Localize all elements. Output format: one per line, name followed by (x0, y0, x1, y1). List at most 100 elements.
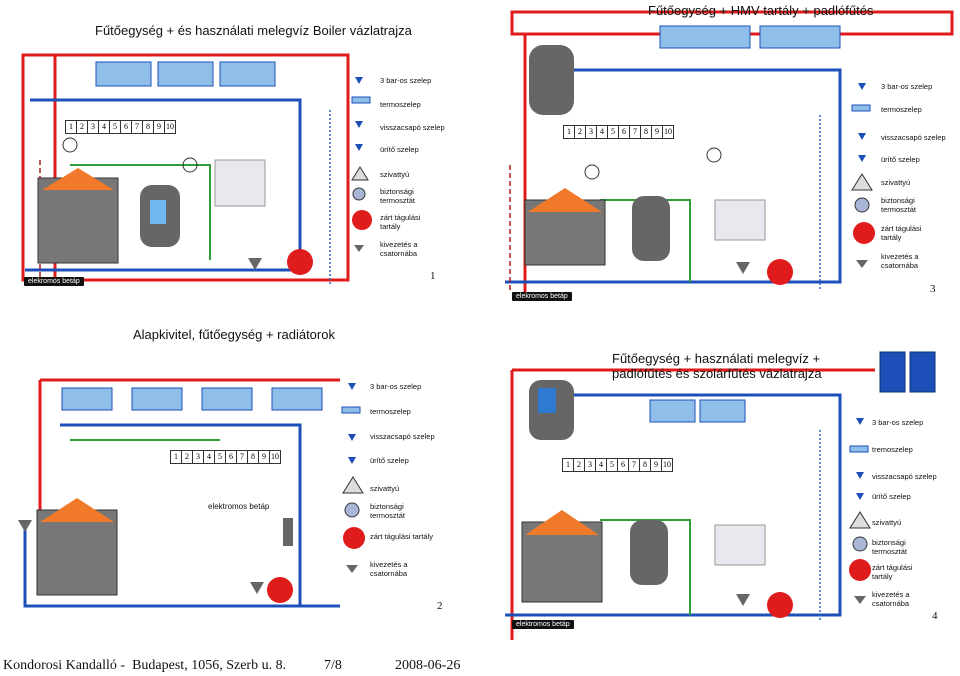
legend-3-pump: szivattyú (881, 178, 911, 187)
manifold-outlet-number: 1 (171, 451, 182, 463)
manifold-outlet-number: 8 (143, 121, 154, 133)
manifold-outlet-number: 2 (575, 126, 586, 138)
legend-4-outlet: kivezetés a csatornába (872, 590, 910, 608)
manifold-outlet-number: 3 (586, 126, 597, 138)
legend-4-thermo: tremoszelep (872, 445, 913, 454)
footer-page: 7/8 (324, 658, 342, 673)
legend-2-expansion: zárt tágulási tartály (370, 532, 433, 541)
panel-4-title-line1: Fűtőegység + használati melegvíz + (612, 351, 821, 366)
manifold-outlet-number: 10 (271, 452, 279, 461)
panel-2-piping (18, 378, 340, 608)
legend-2-check: visszacsapó szelep (370, 432, 435, 441)
manifold-outlet-number: 4 (596, 459, 607, 471)
panel-3-electric-label: elekromos betáp (512, 292, 572, 301)
legend-4-drain: ürítő szelep (872, 492, 911, 501)
legend-1-check: visszacsapó szelep (380, 123, 445, 132)
legend-1-drain: ürítő szelep (380, 145, 419, 154)
manifold-outlet-number: 7 (629, 459, 640, 471)
manifold-outlet-number: 2 (77, 121, 88, 133)
manifold-outlet-number: 8 (640, 459, 651, 471)
panel-1-title: Fűtőegység + és használati melegvíz Boil… (95, 23, 412, 38)
manifold-outlet-number: 9 (652, 126, 663, 138)
panel-4-piping (505, 351, 936, 640)
legend-4-safety: biztonsági termosztát (872, 538, 908, 556)
manifold-outlet-number: 7 (132, 121, 143, 133)
manifold-outlet-number: 8 (641, 126, 652, 138)
legend-2-drain: ürítő szelep (370, 456, 409, 465)
panel-3-title: Fűtőegység + HMV tartály + padlófűtés (648, 3, 874, 18)
manifold-outlet-number: 1 (564, 126, 575, 138)
legend-2-outlet: kivezetés a csatornába (370, 560, 408, 578)
manifold-outlet-number: 10 (664, 127, 672, 136)
manifold-outlet-number: 1 (66, 121, 77, 133)
panel-1-number: 1 (430, 270, 436, 282)
manifold-outlet-number: 10 (663, 460, 671, 469)
panel-4-number: 4 (932, 610, 938, 622)
legend-1-safety: biztonsági termosztát (380, 187, 416, 205)
panel-3-number: 3 (930, 283, 936, 295)
footer-company: Kondorosi Kandalló - Budapest, 1056, Sze… (3, 658, 287, 673)
manifold-outlet-number: 3 (585, 459, 596, 471)
manifold-outlet-number: 7 (237, 451, 248, 463)
manifold-outlet-number: 9 (651, 459, 662, 471)
panel-1-piping (21, 53, 350, 285)
panel-2-title: Alapkivitel, fűtőegység + radiátorok (133, 327, 335, 342)
manifold-outlet-number: 2 (182, 451, 193, 463)
panel-4-electric-label: elektromos betáp (512, 620, 574, 629)
manifold-outlet-number: 4 (99, 121, 110, 133)
legend-4-bar3: 3 bar-os szelep (872, 418, 924, 427)
legend-2-safety: biztonsági termosztát (370, 502, 406, 520)
manifold-outlet-number: 1 (563, 459, 574, 471)
legend-4-pump: szivattyú (872, 518, 902, 527)
legend-3-expansion: zárt tágulási tartály (881, 224, 922, 242)
legend-2-bar3: 3 bar-os szelep (370, 382, 422, 391)
legend-4-check: visszacsapó szelep (872, 472, 937, 481)
legend-3-check: visszacsapó szelep (881, 133, 946, 142)
legend-3-bar3: 3 bar-os szelep (881, 82, 933, 91)
manifold-outlet-number: 6 (121, 121, 132, 133)
legend-2-pump: szivattyú (370, 484, 400, 493)
manifold-outlet-number: 6 (226, 451, 237, 463)
panel-4-title-line2: padlófűtés és szolárfűtés vázlatrajza (612, 366, 822, 381)
panel-2-number: 2 (437, 600, 443, 612)
legend-2-thermo: termoszelep (370, 407, 411, 416)
manifold-outlet-number: 6 (618, 459, 629, 471)
legend-1-outlet: kivezetés a csatornába (380, 240, 418, 258)
manifold-outlet-number: 5 (607, 459, 618, 471)
legend-1-pump: szivattyú (380, 170, 410, 179)
legend-3-safety: biztonsági termosztát (881, 196, 917, 214)
manifold-outlet-number: 10 (166, 122, 174, 131)
manifold-outlet-number: 7 (630, 126, 641, 138)
manifold-outlet-number: 9 (154, 121, 165, 133)
manifold-outlet-number: 8 (248, 451, 259, 463)
manifold-outlet-number: 2 (574, 459, 585, 471)
manifold-outlet-number: 3 (88, 121, 99, 133)
legend-4-expansion: zárt tágulási tartály (872, 563, 913, 581)
manifold-outlet-number: 5 (608, 126, 619, 138)
legend-3-thermo: termoszelep (881, 105, 922, 114)
legend-3-outlet: kivezetés a csatornába (881, 252, 919, 270)
legend-2-symbols (341, 383, 365, 573)
manifold-outlet-number: 5 (110, 121, 121, 133)
legend-1-thermo: termoszelep (380, 100, 421, 109)
panel-3-piping (505, 10, 954, 300)
panel-2-electric-label: elektromos betáp (208, 502, 270, 511)
manifold-outlet-number: 3 (193, 451, 204, 463)
legend-1-bar3: 3 bar-os szelep (380, 76, 432, 85)
legend-3-symbols (851, 83, 875, 268)
manifold-outlet-number: 4 (204, 451, 215, 463)
manifold-outlet-number: 5 (215, 451, 226, 463)
manifold-outlet-number: 4 (597, 126, 608, 138)
legend-1-symbols (351, 77, 372, 252)
manifold-outlet-number: 9 (259, 451, 270, 463)
legend-3-drain: ürítő szelep (881, 155, 920, 164)
manifold-outlet-number: 6 (619, 126, 630, 138)
panel-1-electric-label: elekromos betáp (24, 277, 84, 286)
legend-4-symbols (849, 418, 871, 604)
legend-1-expansion: zárt tágulási tartály (380, 213, 421, 231)
